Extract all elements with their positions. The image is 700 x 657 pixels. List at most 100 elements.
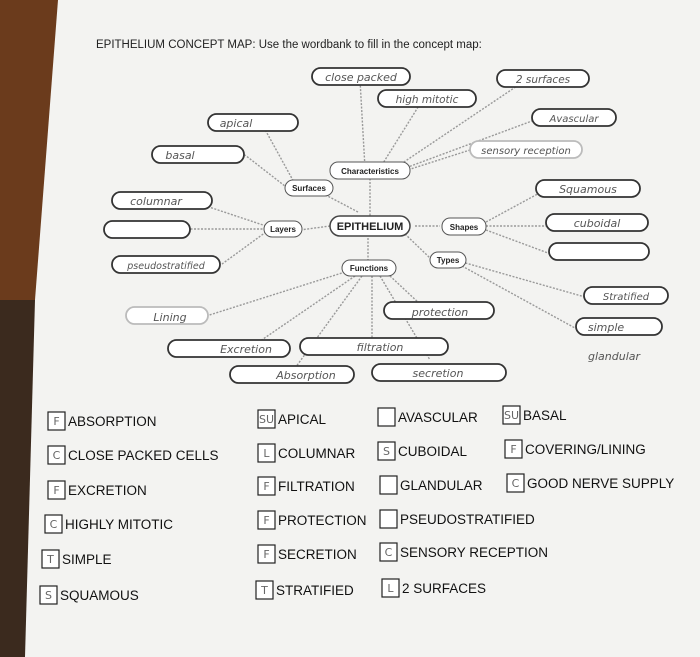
wordbank-mark: C [385,546,393,559]
wordbank-checkbox[interactable] [502,405,521,425]
pill-empty-left [103,220,191,239]
hw-secretion: secretion [413,367,464,380]
handwritten-answers: close packed high mitotic 2 surfaces Ava… [126,71,649,382]
hw-simple: simple [588,321,625,334]
wordbank-mark: T [260,584,268,597]
hub-layers-box [263,220,303,238]
wordbank-label: HIGHLY MITOTIC [65,517,173,532]
wordbank-mark: S [383,445,390,458]
wordbank-label: PSEUDOSTRATIFIED [400,512,535,527]
pill-avascular [531,108,617,127]
connector [199,271,346,319]
connector [394,83,521,169]
hw-excretion: Excretion [220,343,272,356]
connector [485,189,546,223]
wordbank-checkbox[interactable] [377,407,396,427]
pill-lining [125,306,209,325]
wordbank-label: BASAL [523,408,567,423]
wordbank-checkbox[interactable] [379,475,398,495]
wordbank-mark: SU [259,413,274,426]
wordbank-item[interactable]: GLANDULAR [379,475,483,495]
hub-shapes: Shapes [450,223,479,232]
wordbank-item[interactable]: C HIGHLY MITOTIC [44,514,173,534]
wordbank-checkbox[interactable] [257,544,276,564]
wordbank-item[interactable]: AVASCULAR [377,407,478,427]
wordbank-item[interactable]: S SQUAMOUS [39,585,139,605]
hub-shapes-box [441,217,487,236]
pill-cuboidal [545,213,649,232]
wordbank-checkbox[interactable] [39,585,58,605]
wordbank-checkbox[interactable] [47,411,66,431]
wordbank-checkbox[interactable] [257,476,276,496]
pill-stratified [583,286,669,305]
hub-characteristics-box [329,161,411,180]
pill-basal [151,145,245,164]
connector [399,117,541,171]
connector [485,229,549,254]
wordbank-checkbox[interactable] [506,473,525,493]
pill-simple [575,317,663,336]
center-node-box [329,215,411,237]
wordbank-checkbox[interactable] [381,578,400,598]
wordbank-item[interactable]: F PROTECTION [257,510,367,530]
wordbank-checkbox[interactable] [47,445,66,465]
wordbank-checkbox[interactable] [377,441,396,461]
wordbank-item[interactable]: PSEUDOSTRATIFIED [379,509,535,529]
pill-2-surfaces [496,69,590,88]
wordbank-checkbox[interactable] [379,509,398,529]
hw-stratified: Stratified [603,292,650,303]
wordbank-label: CUBOIDAL [398,444,468,459]
wordbank-checkbox[interactable] [257,510,276,530]
wordbank-label: CLOSE PACKED CELLS [68,448,219,463]
wordbank-label: COVERING/LINING [525,442,646,457]
wordbank-checkbox[interactable] [504,439,523,459]
wordbank-mark: S [45,589,52,602]
wordbank-checkbox[interactable] [44,514,63,534]
wordbank-mark: F [263,548,269,561]
wordbank-label: EXCRETION [68,483,147,498]
wordbank-checkbox[interactable] [257,443,276,463]
wordbank-mark: L [263,447,270,460]
connector [461,265,576,329]
wordbank-label: 2 SURFACES [402,581,486,596]
pill-secretion [371,363,507,382]
wordbank-checkbox[interactable] [41,549,60,569]
connector [404,233,431,259]
hw-high-mitotic: high mitotic [396,94,459,106]
hw-filtration: filtration [357,341,404,354]
wordbank-checkbox[interactable] [47,480,66,500]
hub-functions-box [341,259,397,277]
wordbank-checkbox[interactable] [257,409,276,429]
connector [394,149,471,175]
answer-pills [103,67,669,384]
wordbank-item[interactable]: S CUBOIDAL [377,441,468,461]
hw-lining: Lining [153,311,186,324]
pill-protection [383,301,495,320]
hw-cuboidal: cuboidal [574,217,621,230]
wordbank-mark: F [263,514,269,527]
hub-surfaces-box [284,179,334,197]
wordbank-checkbox[interactable] [379,542,398,562]
wordbank-label: PROTECTION [278,513,367,528]
wordbank-label: AVASCULAR [398,410,478,425]
connector [249,275,356,349]
wordbank-checkbox[interactable] [255,580,274,600]
hw-absorption: Absorption [275,369,336,382]
wordbank-mark: C [50,518,58,531]
wordbank-label: SQUAMOUS [60,588,139,603]
